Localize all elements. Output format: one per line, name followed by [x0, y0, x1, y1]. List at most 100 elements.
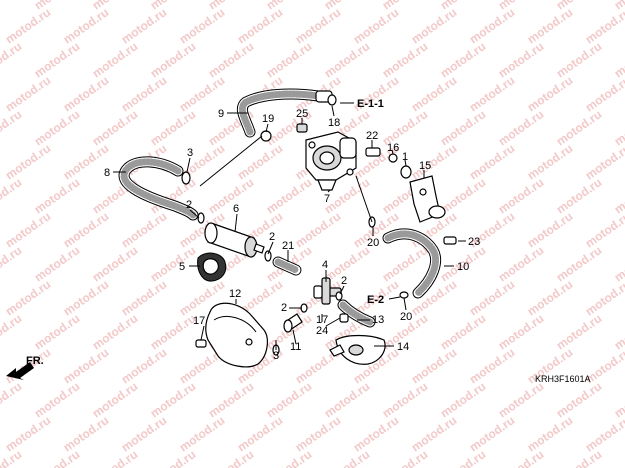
watermark-text: motod.ru: [583, 209, 625, 250]
watermark-text: motod.ru: [264, 39, 315, 80]
watermark-text: motod.ru: [32, 379, 83, 420]
watermark-text: motod.ru: [148, 107, 199, 148]
watermark-text: motod.ru: [148, 379, 199, 420]
filter-cover: [205, 302, 268, 368]
callout-19: 19: [262, 113, 274, 125]
watermark-text: motod.ru: [496, 379, 547, 420]
watermark-text: motod.ru: [235, 141, 286, 182]
watermark-text: motod.ru: [467, 5, 518, 46]
watermark-text: motod.ru: [612, 447, 625, 468]
watermark-text: motod.ru: [496, 39, 547, 80]
watermark-text: motod.ru: [3, 73, 54, 114]
callout-3: 3: [187, 147, 193, 159]
watermark-text: motod.ru: [206, 379, 257, 420]
watermark-text: motod.ru: [32, 175, 83, 216]
callout-2b: 2: [269, 231, 275, 243]
watermark-text: motod.ru: [409, 345, 460, 386]
watermark-text: motod.ru: [554, 39, 605, 80]
callout-24: 24: [316, 325, 328, 337]
callout-11: 11: [290, 341, 301, 353]
watermark-text: motod.ru: [322, 447, 373, 468]
short-hose-11: [283, 313, 303, 333]
watermark-text: motod.ru: [293, 413, 344, 454]
watermark-text: motod.ru: [32, 447, 83, 468]
callout-17: 17: [193, 315, 205, 327]
watermark-text: motod.ru: [3, 277, 54, 318]
hose-9: [236, 88, 333, 138]
fuel-filter: [204, 222, 265, 258]
watermark-text: motod.ru: [61, 5, 112, 46]
watermark-text: motod.ru: [467, 73, 518, 114]
callout-1: 1: [402, 151, 408, 163]
watermark-text: motod.ru: [90, 107, 141, 148]
callout-12: 12: [229, 288, 241, 300]
watermark-text: motod.ru: [467, 141, 518, 182]
watermark-text: motod.ru: [438, 107, 489, 148]
callout-5: 5: [179, 261, 185, 273]
reference-e-1-1: E-1-1: [357, 98, 384, 110]
watermark-text: motod.ru: [177, 413, 228, 454]
callout-13: 13: [372, 314, 384, 326]
filter-clamp: [197, 252, 227, 282]
watermark-text: motod.ru: [583, 141, 625, 182]
hose-10: [382, 228, 442, 299]
watermark-text: motod.ru: [380, 447, 431, 468]
watermark-text: motod.ru: [0, 311, 24, 352]
watermark-text: motod.ru: [90, 311, 141, 352]
watermark-text: motod.ru: [583, 73, 625, 114]
watermark-text: motod.ru: [351, 5, 402, 46]
watermark-text: motod.ru: [438, 447, 489, 468]
watermark-text: motod.ru: [119, 5, 170, 46]
callout-21: 21: [282, 240, 294, 252]
callout-25: 25: [296, 108, 308, 120]
watermark-text: motod.ru: [3, 413, 54, 454]
watermark-text: motod.ru: [235, 413, 286, 454]
callout-20: 20: [367, 237, 379, 249]
watermark-text: motod.ru: [467, 277, 518, 318]
watermark-text: motod.ru: [119, 277, 170, 318]
watermark-text: motod.ru: [496, 243, 547, 284]
watermark-text: motod.ru: [293, 5, 344, 46]
watermark-text: motod.ru: [0, 379, 24, 420]
hose-8: [118, 156, 199, 221]
watermark-text: motod.ru: [438, 311, 489, 352]
watermark-text: motod.ru: [148, 243, 199, 284]
callout-2: 2: [186, 199, 192, 211]
hose-21: [272, 256, 302, 276]
watermark-text: motod.ru: [3, 209, 54, 250]
callout-20b: 20: [400, 311, 412, 323]
callout-labels: 9 8 3 2 6 5 12 17 3 2 21 4 2 2 11 17 24 …: [26, 98, 591, 384]
watermark-text: motod.ru: [322, 39, 373, 80]
watermark-text: motod.ru: [554, 107, 605, 148]
watermark-text: motod.ru: [409, 413, 460, 454]
watermark-text: motod.ru: [409, 141, 460, 182]
watermark-text: motod.ru: [3, 5, 54, 46]
watermark-text: motod.ru: [0, 243, 24, 284]
watermark-text: motod.ru: [525, 209, 576, 250]
watermark-text: motod.ru: [148, 447, 199, 468]
watermark-text: motod.ru: [554, 243, 605, 284]
watermark-text: motod.ru: [583, 277, 625, 318]
watermark-text: motod.ru: [119, 345, 170, 386]
hose-13: [337, 299, 376, 328]
watermark-text: motod.ru: [351, 413, 402, 454]
pump-bracket: [409, 175, 446, 223]
watermark-text: motod.ru: [496, 107, 547, 148]
leader-lines: [113, 102, 466, 350]
watermark-text: motod.ru: [32, 243, 83, 284]
watermark-text: motod.ru: [90, 243, 141, 284]
watermark-text: motod.ru: [554, 379, 605, 420]
watermark-text: motod.ru: [409, 73, 460, 114]
watermark-text: motod.ru: [235, 5, 286, 46]
watermark-text: motod.ru: [525, 73, 576, 114]
watermark-text: motod.ru: [525, 413, 576, 454]
callout-2c: 2: [341, 275, 347, 287]
watermark-text: motod.ru: [61, 345, 112, 386]
watermark-text: motod.ru: [32, 107, 83, 148]
watermark-text: motod.ru: [380, 379, 431, 420]
watermark-text: motod.ru: [177, 5, 228, 46]
callout-2d: 2: [281, 302, 287, 314]
watermark-text: motod.ru: [61, 73, 112, 114]
watermark-text: motod.ru: [467, 345, 518, 386]
